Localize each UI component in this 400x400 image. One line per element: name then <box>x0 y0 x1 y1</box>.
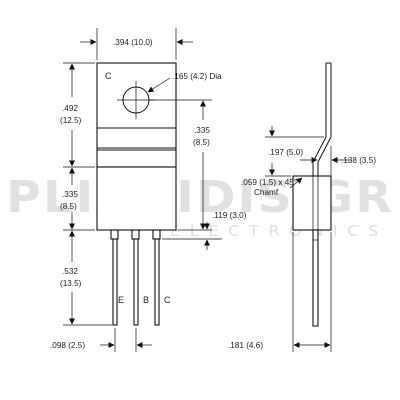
side-body <box>292 175 332 231</box>
lead-collector <box>152 229 161 240</box>
front-leads <box>110 229 161 326</box>
pin-label-c: C <box>164 295 171 305</box>
dim-pin-shoulder: .119 (3.0) <box>212 211 247 220</box>
side-lead <box>312 229 319 327</box>
dim-tab-height-mm: (12.5) <box>60 116 82 125</box>
dim-hole-dia: .165 (4.2) Dia <box>172 72 222 81</box>
pin-label-b: B <box>143 295 149 305</box>
dim-chamfer-1: .059 (1.5) x 45° <box>241 178 297 187</box>
dim-tab-height-in: .492 <box>62 104 78 113</box>
lead-base-shank <box>133 238 139 326</box>
dim-lead-length-in: .532 <box>62 267 78 276</box>
dim-body-height-mm: (8.5) <box>60 202 77 211</box>
dim-side-thickness: .181 (4.6) <box>228 341 263 350</box>
molded-body <box>96 166 177 231</box>
lead-emitter-shank <box>112 238 118 326</box>
dim-pin-pitch: .098 (2.5) <box>50 341 85 350</box>
dim-hole-to-body-in: .335 <box>194 126 210 135</box>
dim-side-bend: .197 (5.0) <box>268 148 303 157</box>
side-view: .197 (5.0) .138 (3.5) .059 (1.5) x 45° C… <box>228 62 376 352</box>
pin-label-e: E <box>118 295 124 305</box>
tab-pin-label: C <box>105 71 112 81</box>
side-tab <box>312 63 327 176</box>
lead-collector-shank <box>154 238 160 326</box>
dim-top-width: .394 (10.0) <box>113 38 153 47</box>
front-view: C E B C .394 (10.0) .165 (4.2) Dia <box>50 28 247 352</box>
lead-base <box>131 229 140 240</box>
dim-hole-to-body-mm: (8.5) <box>193 138 210 147</box>
dim-lead-length-mm: (13.5) <box>60 279 82 288</box>
lead-emitter <box>110 229 119 240</box>
dim-side-offset: .138 (3.5) <box>341 156 376 165</box>
dim-body-height-in: .335 <box>62 190 78 199</box>
dim-chamfer-2: Chamf <box>254 188 279 197</box>
